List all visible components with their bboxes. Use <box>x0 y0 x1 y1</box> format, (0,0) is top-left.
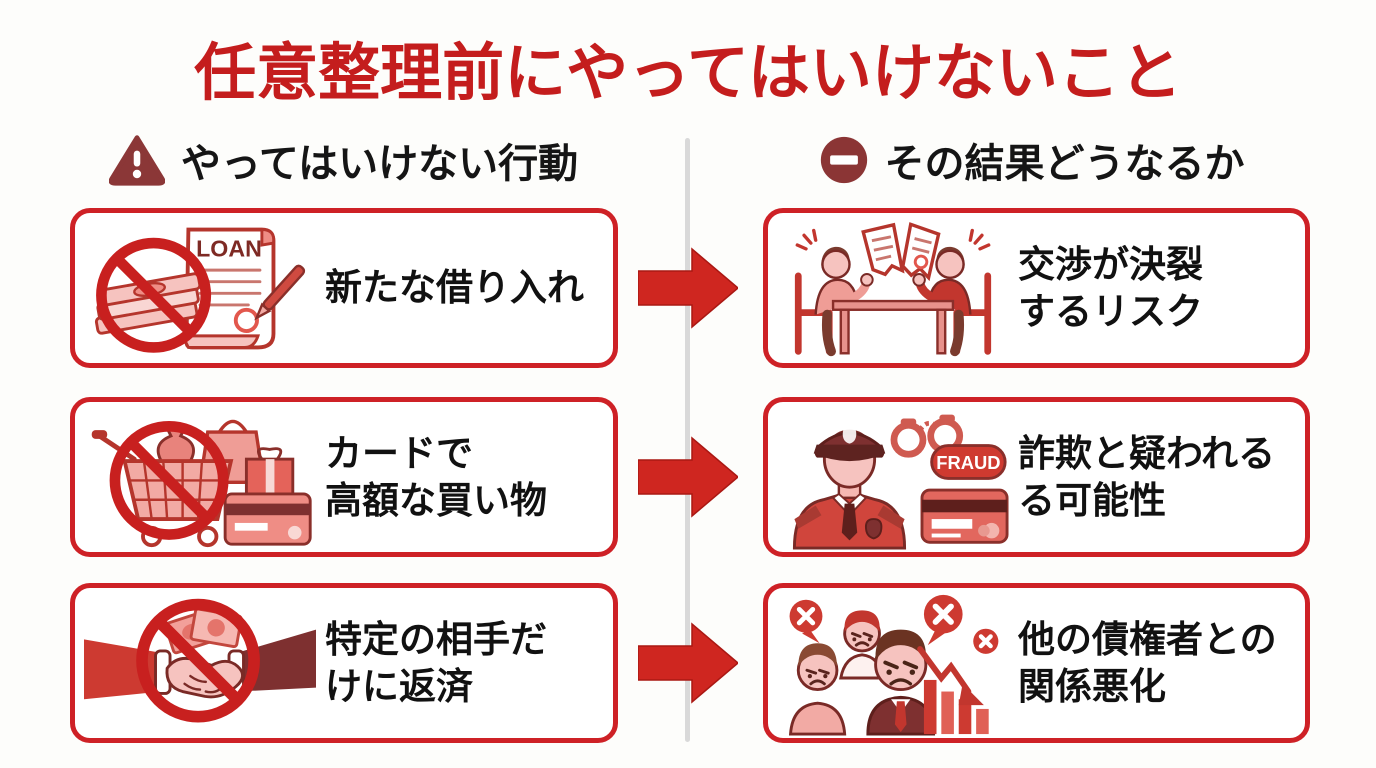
column-divider <box>685 138 690 742</box>
arrow-row3-icon <box>638 622 738 704</box>
left-column-header: やってはいけない行動 <box>0 132 687 188</box>
page-title: 任意整理前にやってはいけないこと <box>194 39 1182 108</box>
action-box-new-borrowing: LOAN <box>70 208 618 368</box>
result-box-negotiation-breakdown: 交渉が決裂 するリスク <box>763 208 1310 368</box>
arrow-row1-icon <box>638 247 738 329</box>
arrow-row2-icon <box>638 436 738 518</box>
result-label-creditor-relations: 他の債権者との 関係悪化 <box>1018 618 1277 707</box>
result-box-creditor-relations: 他の債権者との 関係悪化 <box>763 583 1310 743</box>
svg-text:FRAUD: FRAUD <box>936 451 1000 472</box>
right-column-header: その結果どうなるか <box>687 132 1376 188</box>
no-preferential-repayment-icon <box>75 588 325 738</box>
svg-text:LOAN: LOAN <box>196 235 262 261</box>
action-label-card-shopping: カードで 高額な買い物 <box>325 432 547 521</box>
creditor-relations-icon <box>768 588 1018 738</box>
fraud-suspicion-icon: FRAUD <box>768 402 1018 552</box>
negotiation-breakdown-icon <box>768 213 1018 363</box>
warning-triangle-icon <box>108 135 165 186</box>
result-label-fraud-suspicion: 詐欺と疑われる る可能性 <box>1018 432 1276 521</box>
result-box-fraud-suspicion: FRAUD 詐欺と疑われる る可能性 <box>763 397 1310 557</box>
no-card-shopping-icon <box>75 402 325 552</box>
right-column-header-label: その結果どうなるか <box>884 142 1245 186</box>
no-new-loan-icon: LOAN <box>75 213 325 363</box>
action-label-new-borrowing: 新たな借り入れ <box>325 267 584 309</box>
action-box-preferential-repayment: 特定の相手だ けに返済 <box>70 583 618 743</box>
left-column-header-label: やってはいけない行動 <box>180 142 579 186</box>
action-box-card-shopping: カードで 高額な買い物 <box>70 397 618 557</box>
no-entry-icon <box>820 136 867 184</box>
result-label-negotiation-breakdown: 交渉が決裂 するリスク <box>1018 243 1203 332</box>
action-label-preferential-repayment: 特定の相手だ けに返済 <box>325 618 547 707</box>
